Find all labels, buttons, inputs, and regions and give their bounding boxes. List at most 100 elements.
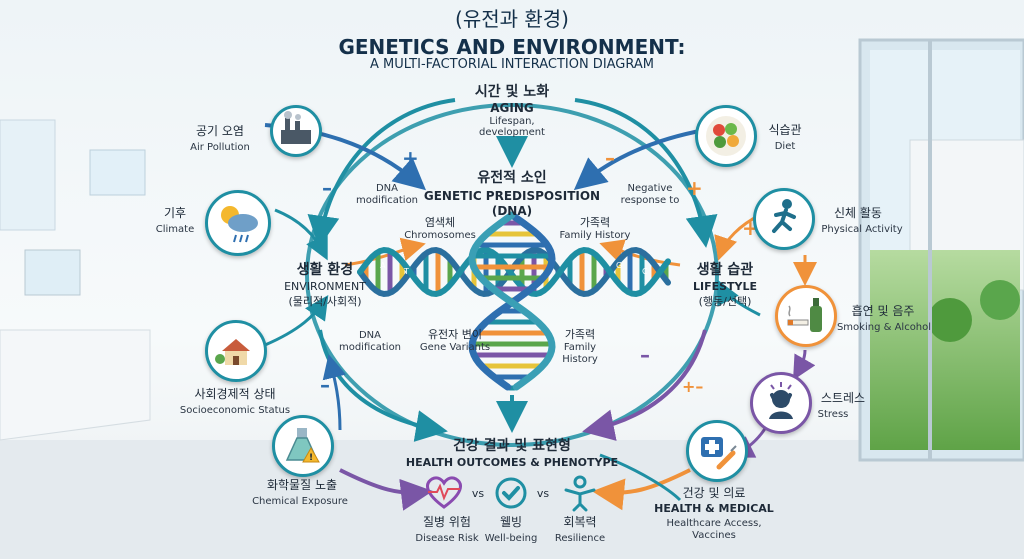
- dna-mod-bottom-1: DNA: [358, 330, 382, 341]
- aging-desc-1: Lifespan,: [489, 116, 535, 127]
- chemical-label-en: Chemical Exposure: [252, 496, 348, 507]
- arrow-diet-dna: [573, 128, 706, 191]
- activity-node: [753, 188, 815, 250]
- arrow-smoking-stress: [793, 349, 816, 381]
- outcomes-label-en: HEALTH OUTCOMES & PHENOTYPE: [405, 456, 619, 469]
- dna-base-letter: T: [403, 267, 409, 276]
- minus-sign-2: –: [605, 146, 615, 170]
- ses-node: [205, 320, 267, 382]
- medical-desc-1: Healthcare Access,: [666, 518, 762, 529]
- environment-label-ko: 생활 환경: [296, 262, 354, 278]
- factory-icon: [281, 111, 311, 144]
- arrow-chem-env: [322, 354, 347, 431]
- svg-text:!: !: [309, 453, 313, 463]
- genetic-label-dna: (DNA): [491, 204, 533, 218]
- arrow-smoking-life: [717, 279, 761, 317]
- arrow-outcome-bottom: [599, 453, 682, 502]
- family-bottom-label-ko: 가족력: [564, 328, 596, 341]
- plus-minus-sign: +–: [682, 377, 704, 396]
- stress-node: [750, 372, 812, 434]
- family-top-label-en: Family History: [559, 230, 631, 241]
- chemical-node: !: [272, 415, 334, 477]
- genetic-label-en: GENETIC PREDISPOSITION: [423, 189, 601, 203]
- resilience-label-ko: 회복력: [563, 515, 597, 529]
- genetic-label-ko: 유전적 소인: [477, 170, 547, 186]
- resilience-label-en: Resilience: [554, 533, 606, 544]
- check-circle-icon: [495, 477, 527, 509]
- dna-strand: [468, 211, 556, 391]
- air-pollution-label-ko: 공기 오염: [196, 124, 244, 138]
- arrow-env-outcome: [318, 329, 448, 442]
- dna-base-letter: G: [616, 261, 622, 270]
- aging-label-en: AGING: [490, 101, 534, 115]
- disease-label-en: Disease Risk: [415, 533, 479, 544]
- ses-label-ko: 사회경제적 상태: [194, 387, 276, 401]
- medical-desc-2: Vaccines: [692, 530, 736, 541]
- dna-mod-bottom-2: modification: [338, 342, 402, 353]
- garden-bush-2: [980, 280, 1020, 320]
- diet-label-en: Diet: [774, 141, 796, 152]
- window-lawn: [870, 250, 1020, 450]
- chromosomes-label-ko: 염색체: [424, 216, 456, 229]
- flask-icon: !: [285, 428, 320, 463]
- vs-label-1: vs: [471, 487, 485, 500]
- arrow-life-outcome: [582, 329, 707, 441]
- food-bowl-icon: [706, 116, 746, 156]
- diet-node: [695, 105, 757, 167]
- arrow-medical-outcome: [592, 468, 691, 511]
- environment-label-en: ENVIRONMENT: [284, 280, 366, 293]
- resilience-person-icon: [564, 475, 596, 512]
- stressed-person-icon: [769, 382, 793, 419]
- arrow-aging-life: [574, 98, 718, 248]
- climate-node: [205, 190, 271, 256]
- lifestyle-label-en: LIFESTYLE: [692, 280, 758, 293]
- outer-cycle: [305, 103, 719, 447]
- disease-label-ko: 질병 위험: [423, 515, 471, 529]
- minus-sign-1: –: [322, 176, 332, 200]
- minus-sign-4: –: [640, 343, 650, 367]
- lifestyle-label-ko: 생활 습관: [696, 262, 754, 278]
- runner-icon: [772, 199, 796, 233]
- family-bottom-label-en2: History: [562, 354, 598, 365]
- variants-label-en: Gene Variants: [419, 342, 491, 353]
- title-korean: (유전과 환경): [455, 7, 569, 31]
- aging-label-ko: 시간 및 노화: [474, 84, 550, 100]
- title-main: GENETICS AND ENVIRONMENT:: [338, 35, 686, 59]
- environment-label-sub: (물리적/사회적): [288, 295, 362, 308]
- ses-label-en: Socioeconomic Status: [179, 405, 291, 416]
- plus-sign-2: +: [686, 176, 703, 200]
- wellbeing-label-en: Well-being: [484, 533, 538, 544]
- garden-bush: [928, 298, 972, 342]
- cigarette-bottle-icon: [787, 298, 822, 332]
- dna-mod-top-2: modification: [355, 195, 419, 206]
- variants-label-ko: 유전자 변이: [427, 328, 483, 341]
- dna-base-letter: A: [380, 261, 386, 270]
- medical-kit-icon: [701, 437, 737, 470]
- activity-label-ko: 신체 활동: [834, 206, 882, 220]
- minus-sign-3: –: [320, 373, 330, 397]
- heart-pulse-icon: [426, 476, 462, 509]
- wall-panel: [0, 119, 56, 231]
- chromosomes-label-en: Chromosomes: [404, 230, 476, 241]
- dna-base-letter: C: [642, 267, 648, 276]
- house-icon: [215, 339, 250, 365]
- chemical-label-ko: 화학물질 노출: [266, 478, 338, 492]
- air-pollution-node: [270, 105, 322, 157]
- family-top-label-ko: 가족력: [579, 216, 611, 229]
- smoking-label-ko: 흡연 및 음주: [851, 304, 915, 318]
- arrow-climate-env: [274, 208, 328, 261]
- title-sub: A MULTI-FACTORIAL INTERACTION DIAGRAM: [369, 57, 655, 72]
- air-pollution-label-en: Air Pollution: [190, 142, 250, 153]
- stress-label-en: Stress: [817, 409, 849, 420]
- diet-label-ko: 식습관: [768, 123, 802, 137]
- plus-sign-1: +: [402, 146, 419, 170]
- weather-icon: [221, 206, 258, 243]
- outcomes-label-ko: 건강 결과 및 표현형: [453, 438, 571, 454]
- climate-label-ko: 기후: [163, 206, 187, 220]
- activity-label-en: Physical Activity: [821, 224, 903, 235]
- wellbeing-label-ko: 웰빙: [499, 515, 523, 529]
- lab-monitor: [24, 249, 81, 296]
- lifestyle-label-sub: (행동/선택): [698, 295, 752, 308]
